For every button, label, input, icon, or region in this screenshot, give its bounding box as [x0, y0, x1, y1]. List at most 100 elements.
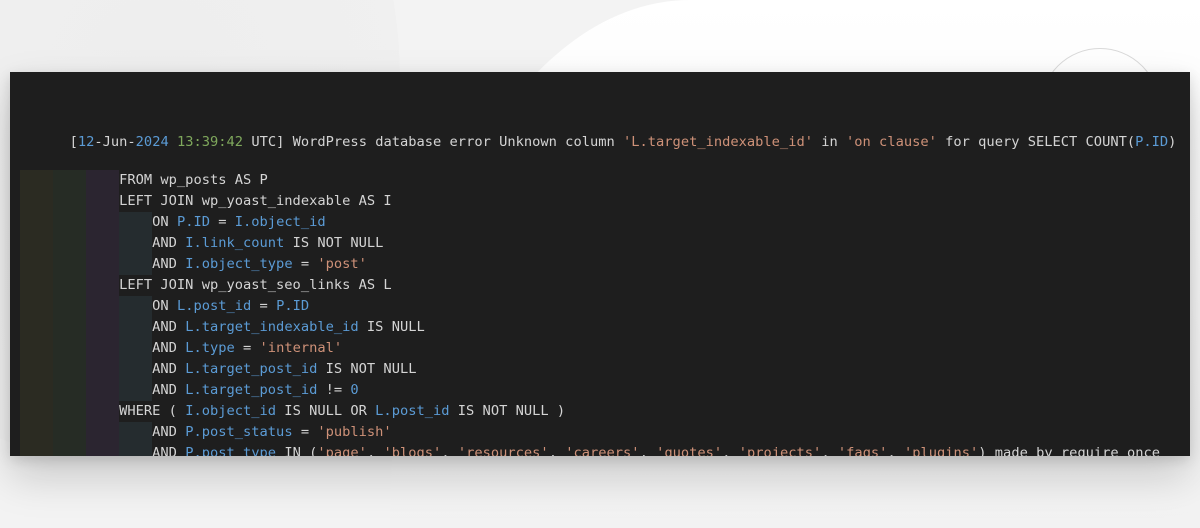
sql-identifier: I.object_type — [185, 256, 293, 272]
sql-identifier: 0 — [350, 382, 359, 398]
indent-guide — [53, 191, 87, 212]
sql-identifier: P.post_type — [185, 445, 277, 456]
sql-string: 'post' — [317, 256, 367, 272]
indent-guide — [53, 317, 87, 338]
sql-line: AND L.target_indexable_id IS NULL — [20, 317, 1176, 338]
indent-guide — [86, 254, 120, 275]
sql-keyword: = — [209, 214, 235, 230]
sql-keyword: AND — [152, 445, 186, 456]
sql-keyword: = — [251, 298, 277, 314]
sql-keyword: FROM wp_posts AS P — [119, 172, 268, 188]
indent-guide — [119, 254, 153, 275]
sql-keyword: = — [292, 424, 318, 440]
indent-guide — [20, 191, 54, 212]
indent-guide — [119, 422, 153, 443]
sql-line: LEFT JOIN wp_yoast_indexable AS I — [20, 191, 1176, 212]
sql-keyword: AND — [152, 340, 186, 356]
sql-string: 'faqs' — [837, 445, 888, 456]
indent-guides — [20, 317, 153, 338]
sql-keyword: AND — [152, 235, 186, 251]
indent-guide — [20, 170, 54, 191]
sql-identifier: P.ID — [176, 214, 210, 230]
sql-string: 'resources' — [457, 445, 549, 456]
sql-keyword: IN ( — [276, 445, 318, 456]
indent-guide — [86, 359, 120, 380]
indent-guides — [20, 275, 120, 296]
sql-string: 'projects' — [738, 445, 822, 456]
log-month: -Jun- — [94, 134, 136, 150]
indent-guide — [86, 380, 120, 401]
indent-guides — [20, 170, 120, 191]
sql-identifier: P.post_status — [185, 424, 293, 440]
log-message: ) — [1168, 134, 1177, 150]
sql-line: AND P.post_type IN ('page', 'blogs', 're… — [20, 443, 1176, 456]
indent-guides — [20, 401, 120, 422]
indent-guide — [20, 233, 54, 254]
sql-line: ON L.post_id = P.ID — [20, 296, 1176, 317]
log-column-name: 'L.target_indexable_id' — [623, 134, 813, 150]
indent-guides — [20, 338, 153, 359]
indent-guide — [119, 380, 153, 401]
indent-guide — [119, 443, 153, 456]
indent-guide — [86, 338, 120, 359]
sql-string: 'internal' — [259, 340, 343, 356]
indent-guide — [20, 422, 54, 443]
indent-guide — [20, 296, 54, 317]
sql-line: AND L.type = 'internal' — [20, 338, 1176, 359]
indent-guides — [20, 191, 120, 212]
indent-guide — [86, 296, 120, 317]
sql-string: 'blogs' — [383, 445, 442, 456]
indent-guide — [119, 317, 153, 338]
indent-guides — [20, 359, 153, 380]
log-identifier: P.ID — [1135, 134, 1169, 150]
indent-guide — [53, 233, 87, 254]
indent-guide — [86, 170, 120, 191]
indent-guide — [20, 317, 54, 338]
indent-guide — [53, 359, 87, 380]
log-message: for query SELECT COUNT( — [936, 134, 1136, 150]
indent-guide — [53, 275, 87, 296]
sql-keyword: , — [366, 445, 384, 456]
log-lines: [12-Jun-2024 13:39:42 UTC] WordPress dat… — [20, 73, 1176, 456]
sql-keyword: , — [887, 445, 904, 456]
sql-keyword: = — [234, 340, 260, 356]
indent-guide — [86, 317, 120, 338]
sql-keyword: AND — [152, 361, 186, 377]
sql-query-block: FROM wp_posts AS P LEFT JOIN wp_yoast_ind… — [20, 170, 1176, 456]
sql-line: LEFT JOIN wp_yoast_seo_links AS L — [20, 275, 1176, 296]
indent-guide — [53, 338, 87, 359]
indent-guide — [119, 233, 153, 254]
sql-identifier: I.object_id — [185, 403, 277, 419]
sql-keyword: , — [722, 445, 739, 456]
indent-guide — [53, 422, 87, 443]
sql-keyword: != — [317, 382, 351, 398]
sql-keyword: LEFT JOIN wp_yoast_indexable AS I — [119, 193, 392, 209]
sql-keyword: IS NULL — [358, 319, 425, 335]
indent-guide — [86, 422, 120, 443]
indent-guide — [53, 296, 87, 317]
indent-guide — [119, 359, 153, 380]
log-message: in — [812, 134, 847, 150]
sql-identifier: L.target_post_id — [185, 361, 318, 377]
indent-guide — [86, 191, 120, 212]
sql-line: FROM wp_posts AS P — [20, 170, 1176, 191]
sql-keyword: AND — [152, 256, 186, 272]
sql-keyword: , — [548, 445, 566, 456]
sql-identifier: L.target_indexable_id — [185, 319, 359, 335]
indent-guide — [20, 443, 54, 456]
sql-keyword: IS NOT NULL — [284, 235, 384, 251]
sql-string: 'publish' — [317, 424, 392, 440]
indent-guide — [86, 443, 120, 456]
log-viewer[interactable]: [12-Jun-2024 13:39:42 UTC] WordPress dat… — [10, 72, 1190, 456]
log-clause: 'on clause' — [846, 134, 937, 150]
indent-guide — [53, 170, 87, 191]
log-time: 13:39:42 — [176, 134, 244, 150]
sql-keyword: , — [441, 445, 458, 456]
sql-identifier: P.ID — [276, 298, 310, 314]
sql-keyword: = — [292, 256, 318, 272]
indent-guide — [20, 380, 54, 401]
indent-guides — [20, 296, 153, 317]
indent-guide — [119, 296, 153, 317]
log-line-db-error: [12-Jun-2024 13:39:42 UTC] WordPress dat… — [20, 111, 1177, 150]
sql-identifier: L.type — [185, 340, 235, 356]
